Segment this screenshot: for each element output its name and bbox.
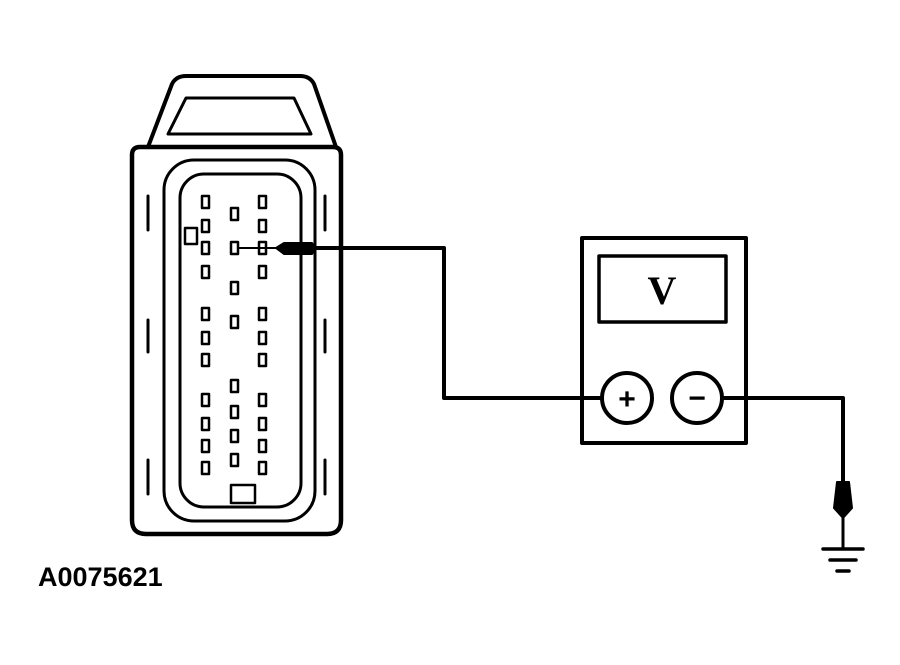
connector <box>129 74 344 537</box>
voltage-symbol: V <box>648 268 677 313</box>
positive-terminal <box>600 371 654 425</box>
pin-cavity <box>229 240 240 256</box>
connector-shroud <box>162 158 317 523</box>
negative-terminal-symbol: − <box>688 382 706 415</box>
multimeter-display <box>597 254 728 324</box>
pin-cavity <box>200 194 211 210</box>
pin-cavity <box>257 330 268 346</box>
ground-symbol <box>821 547 865 573</box>
pin-cavity <box>200 416 211 432</box>
pin-cavity <box>200 264 211 280</box>
pin-cavity <box>229 206 240 222</box>
pin-cavity <box>257 194 268 210</box>
pin-cavity <box>200 306 211 322</box>
positive-terminal-symbol: + <box>618 383 636 416</box>
pin-cavity <box>229 452 240 468</box>
pin-cavity <box>229 280 240 296</box>
pin-cavity <box>200 330 211 346</box>
pin-cavity <box>257 306 268 322</box>
pin-cavity <box>257 416 268 432</box>
test-probe <box>237 242 316 255</box>
pin-cavity <box>257 460 268 476</box>
connector-key <box>183 226 199 246</box>
multimeter-body <box>580 236 748 445</box>
figure-id-label: A0075621 <box>38 562 163 592</box>
positive-lead-wire <box>310 246 602 400</box>
pin-cavity <box>229 428 240 444</box>
connector-latch <box>146 74 338 149</box>
pin-cavity <box>257 438 268 454</box>
connector-shroud-inner <box>178 172 303 509</box>
negative-lead-wire <box>720 396 845 484</box>
connector-housing <box>129 144 344 537</box>
pin-cavities <box>200 194 268 476</box>
pin-cavity <box>229 378 240 394</box>
negative-terminal <box>670 371 724 425</box>
ground-probe <box>833 481 853 550</box>
pin-cavity <box>257 352 268 368</box>
pin-cavity <box>229 404 240 420</box>
pin-cavity <box>229 314 240 330</box>
connector-latch-inner <box>166 96 313 136</box>
pin-cavity <box>257 218 268 234</box>
pin-cavity <box>200 460 211 476</box>
pin-cavity <box>200 218 211 234</box>
pin-cavity <box>200 438 211 454</box>
pin-cavity <box>257 264 268 280</box>
probe-body <box>275 242 316 255</box>
ground-probe-body <box>833 481 853 519</box>
connector-bottom-latch <box>229 483 257 505</box>
pin-cavity <box>200 352 211 368</box>
pin-cavity <box>200 392 211 408</box>
pin-cavity <box>200 240 211 256</box>
pin-cavity <box>257 392 268 408</box>
multimeter <box>580 236 748 445</box>
